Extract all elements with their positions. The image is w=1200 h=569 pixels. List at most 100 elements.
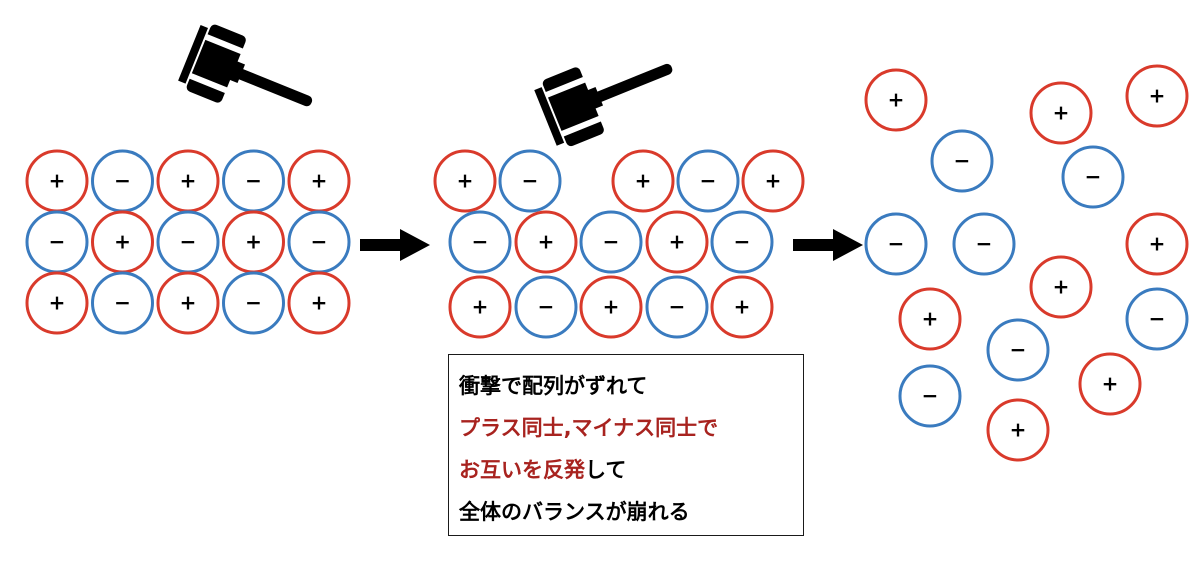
plus-sign: + (180, 169, 197, 193)
plus-sign: + (49, 291, 66, 315)
hammer-icon (534, 63, 673, 147)
cation-ion: + (1029, 255, 1093, 319)
plus-sign: + (1053, 275, 1070, 299)
anion-ion: − (930, 129, 994, 193)
ion-circle (710, 275, 774, 339)
plus-sign: + (1053, 101, 1070, 125)
cation-ion: + (579, 275, 643, 339)
ion-circle (287, 271, 351, 335)
cation-ion: + (898, 287, 962, 351)
ion-circle (898, 287, 962, 351)
ion-circle (710, 210, 774, 274)
ion-circle (864, 212, 928, 276)
arrow-right-icon (793, 229, 863, 261)
minus-sign: − (734, 230, 751, 254)
ion-circle (579, 210, 643, 274)
minus-sign: − (245, 291, 262, 315)
anion-ion: − (222, 271, 285, 335)
minus-sign: − (472, 230, 489, 254)
ion-circle (1125, 287, 1189, 351)
minus-sign: − (1010, 338, 1027, 362)
minus-sign: − (922, 384, 939, 408)
plus-sign: + (49, 169, 66, 193)
minus-sign: − (522, 169, 539, 193)
cation-ion: + (710, 275, 774, 339)
ion-circle (1125, 64, 1189, 128)
cation-ion: + (25, 271, 89, 335)
caption-line-3: お互いを反発して (459, 449, 793, 491)
plus-sign: + (114, 230, 131, 254)
anion-ion: − (676, 149, 740, 213)
ion-circle (514, 210, 578, 274)
arrow-right-icon (360, 229, 430, 261)
cation-ion: + (287, 271, 351, 335)
ion-circle (645, 275, 709, 339)
minus-sign: − (311, 230, 328, 254)
cation-ion: + (514, 210, 578, 274)
hammer-icon (178, 24, 313, 107)
plus-sign: + (603, 295, 620, 319)
cation-ion: + (645, 210, 709, 274)
ion-circle (986, 318, 1050, 382)
cation-ion: + (741, 149, 805, 213)
ion-lattice-shifted: +−+−+−+−+−+−+−+ (433, 149, 805, 339)
plus-sign: + (1149, 84, 1166, 108)
anion-ion: − (1125, 287, 1189, 351)
plus-sign: + (734, 295, 751, 319)
plus-sign: + (1149, 232, 1166, 256)
ion-circle (448, 275, 512, 339)
ion-circle (930, 129, 994, 193)
caption-line-4: 全体のバランスが崩れる (459, 500, 690, 524)
ion-circle (645, 210, 709, 274)
plus-sign: + (1010, 418, 1027, 442)
cation-ion: + (611, 149, 675, 213)
ion-circle (898, 364, 962, 428)
ion-circle (222, 271, 285, 335)
anion-ion: − (448, 210, 512, 274)
ion-circle (1029, 255, 1093, 319)
minus-sign: − (1149, 307, 1166, 331)
minus-sign: − (954, 149, 971, 173)
cation-ion: + (448, 275, 512, 339)
minus-sign: − (976, 232, 993, 256)
plus-sign: + (472, 295, 489, 319)
minus-sign: − (603, 230, 620, 254)
anion-ion: − (710, 210, 774, 274)
anion-ion: − (864, 212, 928, 276)
anion-ion: − (1061, 145, 1125, 209)
minus-sign: − (114, 291, 131, 315)
ion-lattice-intact: +−+−+−+−+−+−+−+ (25, 149, 351, 335)
plus-sign: + (538, 230, 555, 254)
plus-sign: + (457, 169, 474, 193)
ion-circle (986, 398, 1050, 462)
cation-ion: + (986, 398, 1050, 462)
cation-ion: + (156, 149, 220, 213)
minus-sign: − (180, 230, 197, 254)
anion-ion: − (898, 364, 962, 428)
ion-circle (433, 149, 497, 213)
ion-circle (611, 149, 675, 213)
minus-sign: − (49, 230, 66, 254)
minus-sign: − (114, 169, 131, 193)
ions-scattered: +++−−−−+++−−+−+ (864, 64, 1189, 462)
cation-ion: + (864, 68, 928, 132)
anion-ion: − (222, 149, 285, 213)
ion-circle (448, 210, 512, 274)
ion-circle (1061, 145, 1125, 209)
ion-circle (1029, 81, 1093, 145)
caption-line-3-highlight: お互いを反発 (459, 458, 585, 482)
ion-circle (864, 68, 928, 132)
explanation-box: 衝撃で配列がずれて プラス同士,マイナス同士で お互いを反発して 全体のバランス… (448, 354, 804, 536)
minus-sign: − (700, 169, 717, 193)
anion-ion: − (498, 149, 562, 213)
anion-ion: − (986, 318, 1050, 382)
caption-line-1: 衝撃で配列がずれて (459, 374, 648, 398)
plus-sign: + (888, 88, 905, 112)
plus-sign: + (1102, 372, 1119, 396)
minus-sign: − (888, 232, 905, 256)
cation-ion: + (25, 149, 89, 213)
anion-ion: − (287, 210, 351, 274)
anion-ion: − (91, 271, 154, 335)
caption-line-3-rest: して (585, 458, 627, 482)
